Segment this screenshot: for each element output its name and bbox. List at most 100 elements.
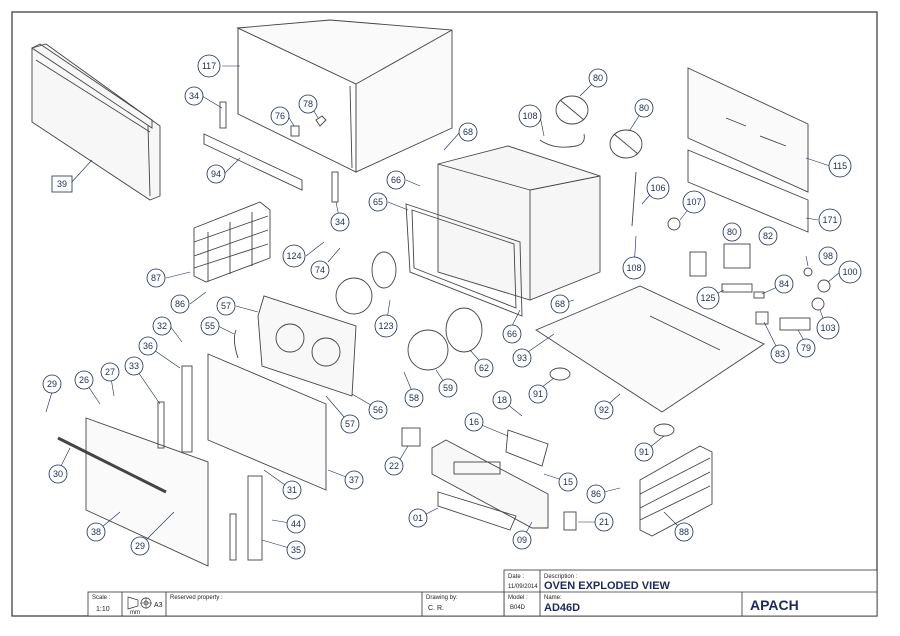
svg-text:65: 65 [373, 197, 383, 207]
svg-text:86: 86 [175, 299, 185, 309]
callout-59: 59 [438, 378, 458, 398]
svg-text:123: 123 [378, 321, 393, 331]
part-block-22 [401, 427, 421, 447]
callout-34: 34 [330, 212, 350, 232]
callout-09: 09 [512, 530, 532, 550]
drawing-by-value: C. R. [428, 605, 444, 612]
callout-92: 92 [594, 400, 614, 420]
svg-text:94: 94 [211, 169, 221, 179]
callout-58: 58 [404, 388, 424, 408]
callout-30: 30 [48, 464, 68, 484]
part-rail-94 [203, 133, 303, 191]
svg-text:21: 21 [599, 517, 609, 527]
part-bar-30 [57, 436, 167, 494]
part-fan-59 [407, 329, 449, 371]
part-shaft-106 [631, 171, 637, 227]
name-value: AD46D [544, 602, 580, 614]
part-bracket-34a [219, 101, 227, 129]
callout-68: 68 [458, 122, 478, 142]
svg-text:35: 35 [291, 545, 301, 555]
svg-text:93: 93 [517, 353, 527, 363]
svg-text:84: 84 [779, 279, 789, 289]
svg-text:88: 88 [679, 527, 689, 537]
callout-88: 88 [674, 522, 694, 542]
callout-57: 57 [340, 414, 360, 434]
part-rack-88 [639, 445, 713, 537]
svg-text:15: 15 [563, 477, 573, 487]
svg-text:68: 68 [555, 299, 565, 309]
date-label: Date : [508, 574, 524, 580]
svg-text:86: 86 [591, 489, 601, 499]
part-sensor-107 [667, 217, 681, 231]
callout-80: 80 [634, 98, 654, 118]
callout-26: 26 [74, 370, 94, 390]
part-fan-57 [335, 277, 373, 315]
svg-text:80: 80 [727, 227, 737, 237]
svg-text:74: 74 [315, 265, 325, 275]
callout-117: 117 [197, 54, 221, 78]
callout-79: 79 [796, 338, 816, 358]
part-rack-87 [193, 201, 271, 283]
callout-87: 87 [146, 268, 166, 288]
part-clip-78 [315, 115, 327, 127]
callout-91: 91 [634, 442, 654, 462]
projection-symbol-icon [127, 596, 152, 610]
callout-84: 84 [774, 274, 794, 294]
svg-text:34: 34 [335, 217, 345, 227]
model-value: B04D [510, 605, 526, 611]
part-motor-80b [609, 129, 643, 159]
svg-text:91: 91 [639, 447, 649, 457]
callout-18: 18 [492, 390, 512, 410]
svg-text:66: 66 [507, 329, 517, 339]
model-label: Model : [508, 595, 528, 601]
svg-text:37: 37 [349, 475, 359, 485]
callout-66: 66 [502, 324, 522, 344]
svg-text:34: 34 [189, 91, 199, 101]
svg-text:98: 98 [823, 251, 833, 261]
svg-text:83: 83 [775, 349, 785, 359]
svg-text:56: 56 [373, 405, 383, 415]
part-door-panel-39 [31, 43, 161, 201]
callout-57: 57 [216, 296, 236, 316]
callout-31: 31 [282, 480, 302, 500]
callout-100: 100 [838, 260, 862, 284]
svg-text:62: 62 [479, 363, 489, 373]
svg-text:26: 26 [79, 375, 89, 385]
callout-108: 108 [518, 104, 542, 128]
callout-38: 38 [86, 522, 106, 542]
callout-29: 29 [42, 374, 62, 394]
svg-text:115: 115 [833, 161, 847, 171]
callout-68: 68 [550, 294, 570, 314]
svg-text:103: 103 [820, 323, 835, 333]
callout-93: 93 [512, 348, 532, 368]
callout-39: 39 [51, 175, 73, 193]
part-oven-cavity [405, 145, 601, 317]
part-base-plate-92 [535, 285, 765, 413]
part-display-01 [437, 491, 517, 531]
svg-text:125: 125 [700, 293, 715, 303]
part-pipe-108 [539, 133, 585, 148]
svg-text:22: 22 [389, 461, 399, 471]
part-motor-80a [555, 95, 589, 125]
callout-66: 66 [386, 170, 406, 190]
callout-123: 123 [374, 314, 398, 338]
svg-text:107: 107 [686, 197, 701, 207]
callout-29: 29 [130, 536, 150, 556]
callout-62: 62 [474, 358, 494, 378]
svg-text:01: 01 [413, 513, 423, 523]
svg-text:16: 16 [469, 417, 479, 427]
svg-text:38: 38 [91, 527, 101, 537]
svg-text:66: 66 [391, 175, 401, 185]
unit-label: mm [130, 610, 140, 616]
scale-value: 1:10 [96, 606, 110, 613]
callout-86: 86 [586, 484, 606, 504]
svg-text:100: 100 [842, 267, 857, 277]
callout-32: 32 [152, 316, 172, 336]
callout-01: 01 [408, 508, 428, 528]
part-pcb-16 [505, 429, 549, 467]
part-element-62 [445, 307, 483, 353]
svg-text:117: 117 [202, 61, 216, 71]
callout-55: 55 [200, 316, 220, 336]
svg-text:57: 57 [221, 301, 231, 311]
brand-logo: APACH [750, 597, 799, 613]
